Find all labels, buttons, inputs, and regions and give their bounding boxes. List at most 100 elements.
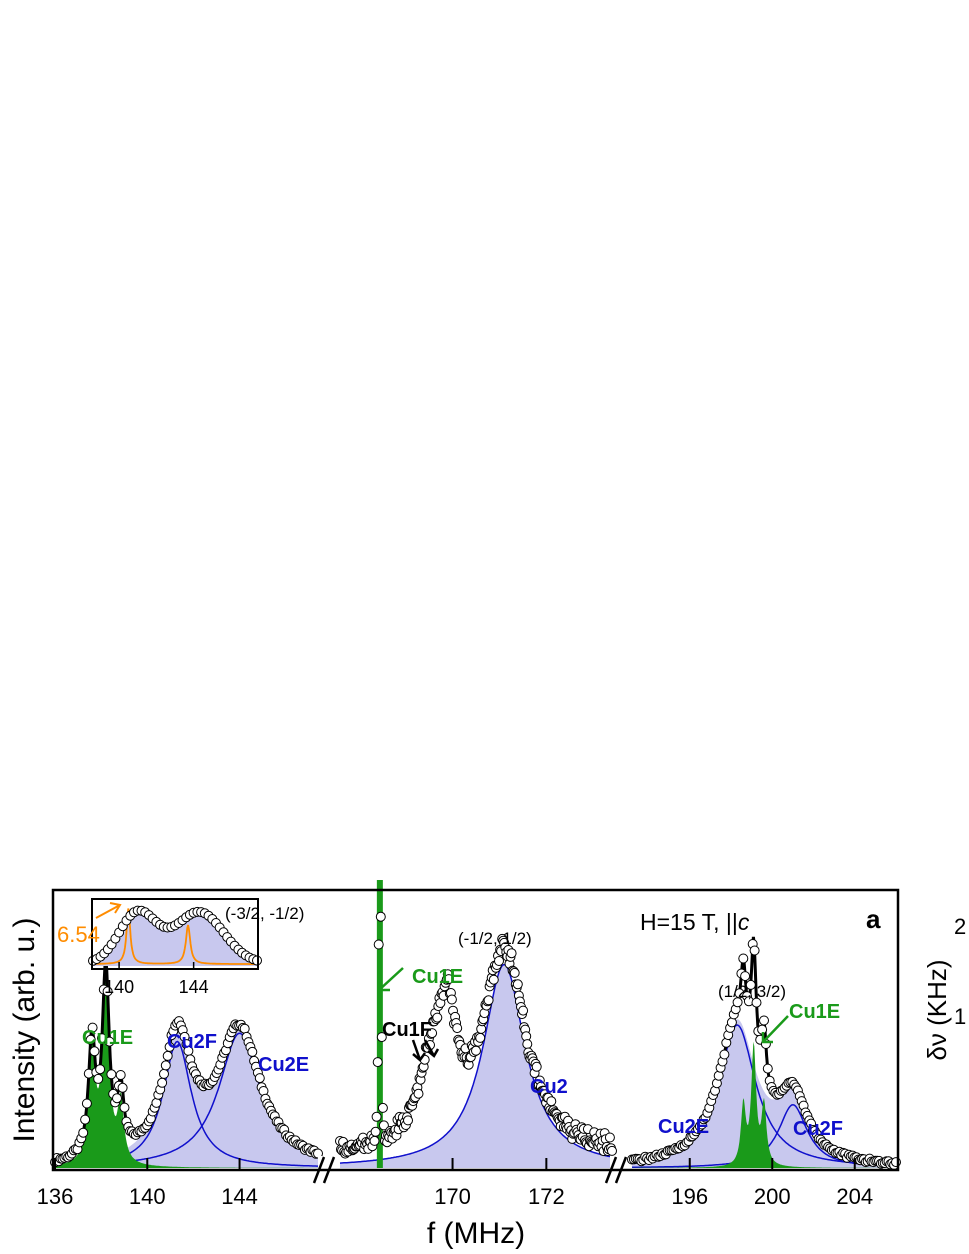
data-point (726, 1017, 737, 1028)
data-point (512, 979, 523, 990)
data-point (546, 1096, 557, 1107)
data-point (106, 1069, 117, 1080)
right-axis-tick: 2 (954, 914, 966, 939)
data-point (78, 1127, 89, 1138)
data-point (759, 1015, 769, 1026)
arrow-cu1f (411, 1039, 440, 1062)
inset-plot-layer: 140 144 (88, 905, 262, 997)
peak-label-cu2e-right: Cu2E (658, 1116, 709, 1138)
data-point (81, 1098, 92, 1109)
data-point (85, 1034, 96, 1045)
plot-frame (51, 888, 900, 1172)
right-axis-label: δν (KHz) (922, 959, 952, 1060)
peak-label-cu2e-left: Cu2E (258, 1054, 309, 1076)
data-point (475, 1032, 486, 1043)
data-point (104, 1036, 115, 1047)
nmr-spectrum-chart: 136 140 144 170 172 196 200 204 Intensity (arb.… (8, 880, 966, 1250)
peak-label-cu1e-left: Cu1E (82, 1027, 133, 1049)
data-point (509, 967, 520, 978)
data-point (494, 956, 504, 966)
data-point (93, 1073, 104, 1084)
x-tick-label: 204 (836, 1184, 873, 1209)
data-point (607, 1145, 617, 1156)
data-point (95, 1064, 106, 1075)
data-point (506, 948, 517, 959)
peak-label-cu1e-right: Cu1E (789, 1001, 840, 1023)
peak-label-cu1f: Cu1F (382, 1019, 432, 1041)
data-point (522, 1039, 533, 1050)
x-axis-label: f (MHz) (427, 1217, 525, 1250)
data-point (432, 1012, 443, 1023)
data-point (87, 1022, 98, 1033)
data-point (89, 1046, 100, 1057)
data-point (157, 1077, 168, 1088)
data-point (164, 1041, 175, 1052)
arrow-cu1e-right (761, 1015, 789, 1044)
data-point (471, 1045, 481, 1056)
peak-label-cu2f-right: Cu2F (793, 1118, 843, 1140)
y-axis-label: Intensity (arb. u.) (8, 917, 41, 1142)
data-point (749, 945, 760, 956)
transition-label-1: (-3/2, -1/2) (225, 904, 304, 923)
data-point (80, 1114, 91, 1125)
cu2-fill-area (340, 964, 612, 1168)
data-point (413, 1088, 424, 1099)
peak-label-cu1e-center: Cu1E (412, 966, 463, 988)
peak-label-cu2-center: Cu2 (530, 1076, 568, 1098)
transition-label-2: (-1/2, 1/2) (458, 929, 532, 948)
data-point (102, 986, 113, 997)
data-point (151, 1097, 162, 1108)
inset-tick-label: 140 (104, 977, 134, 997)
cu2-component-line (339, 963, 613, 1164)
data-point (115, 1070, 126, 1080)
data-point (371, 1111, 382, 1122)
cu1-fill-area (632, 1041, 896, 1168)
inset-marker-arrow (95, 902, 122, 919)
data-point (372, 1057, 383, 1068)
cu1-sharp-line (376, 880, 383, 1168)
data-point (531, 1061, 542, 1072)
data-point (452, 1023, 463, 1034)
data-point (376, 1032, 387, 1043)
inset-panel: 140 144 6.54 (57, 898, 262, 997)
data-point (119, 1102, 130, 1113)
data-point (369, 1135, 380, 1146)
data-point (427, 1028, 438, 1039)
data-point (377, 1102, 388, 1113)
data-point (403, 1115, 413, 1126)
data-point (518, 1005, 529, 1016)
x-tick-label: 136 (37, 1184, 74, 1209)
inset-tick-label: 144 (179, 977, 209, 997)
field-label: H=15 T, ||c (640, 909, 750, 935)
data-point (738, 953, 749, 964)
data-point (604, 1132, 615, 1143)
data-point (159, 1068, 169, 1079)
data-point (446, 994, 457, 1005)
data-point (745, 979, 756, 990)
data-point (160, 1060, 171, 1071)
blank-area (0, 0, 969, 880)
x-tick-label: 196 (671, 1184, 708, 1209)
arrow-cu1e-center (377, 967, 404, 992)
panel-letter: a (866, 904, 881, 934)
x-tick-label: 140 (129, 1184, 166, 1209)
right-axis-tick: 1 (954, 1004, 966, 1029)
data-point (378, 1120, 389, 1131)
data-point (373, 939, 384, 950)
x-tick-label: 172 (528, 1184, 565, 1209)
x-tick-label: 200 (754, 1184, 791, 1209)
data-point (247, 1046, 258, 1057)
transition-label-3: (1/2, 3/2) (718, 982, 786, 1001)
inset-marker-label: 6.54 (57, 922, 100, 947)
data-point (751, 997, 762, 1008)
data-point (762, 1063, 773, 1074)
data-point (719, 1049, 730, 1060)
data-point (112, 1093, 122, 1104)
cu1-fill-area (55, 970, 318, 1168)
data-point (483, 995, 494, 1006)
x-tick-label: 170 (434, 1184, 471, 1209)
data-point (443, 974, 454, 985)
inset-orange-line (93, 908, 257, 965)
data-point (370, 1126, 381, 1137)
data-point (375, 911, 386, 922)
